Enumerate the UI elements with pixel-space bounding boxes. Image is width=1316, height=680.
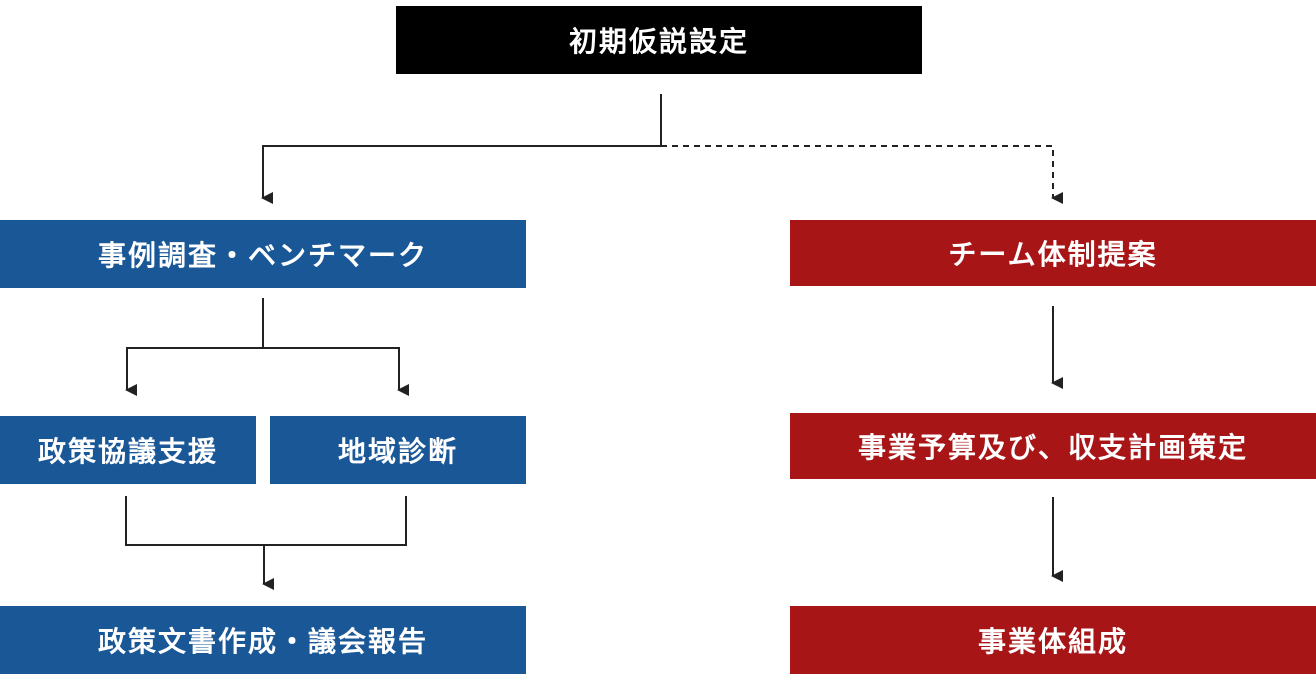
connector-merge bbox=[125, 496, 407, 546]
node-business-organization: 事業体組成 bbox=[790, 606, 1316, 674]
connector-to-policy-support bbox=[125, 347, 263, 396]
node-case-study-benchmark: 事例調査・ベンチマーク bbox=[0, 220, 526, 288]
node-policy-consultation-support: 政策協議支援 bbox=[0, 416, 256, 484]
node-team-structure-proposal: チーム体制提案 bbox=[790, 220, 1316, 286]
connector-to-regional-diagnosis bbox=[263, 347, 409, 396]
node-initial-hypothesis: 初期仮説設定 bbox=[396, 6, 922, 74]
node-policy-document-council-report: 政策文書作成・議会報告 bbox=[0, 606, 526, 674]
connector-to-team-proposal bbox=[661, 145, 1063, 204]
node-regional-diagnosis: 地域診断 bbox=[270, 416, 526, 484]
node-budget-and-revenue-plan: 事業予算及び、収支計画策定 bbox=[790, 413, 1316, 479]
connector-to-case-study bbox=[261, 145, 661, 204]
